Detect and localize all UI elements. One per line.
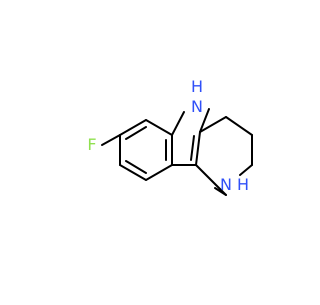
bond-c10-c11-inner	[190, 135, 195, 161]
bond-c5-c6	[119, 164, 147, 181]
bond-c4-c5	[145, 164, 173, 181]
bond-n-c10	[199, 108, 210, 133]
atom-label-layer: F N H N H	[87, 77, 249, 194]
bond-c5-c6-inner	[125, 160, 147, 174]
bond-c7-c8	[119, 119, 147, 136]
molecule-diagram: F N H N H	[87, 77, 253, 196]
bond-c14-n2	[239, 164, 253, 176]
bond-layer	[101, 108, 253, 196]
fluorine-label: F	[87, 135, 96, 154]
bond-c7-f	[101, 134, 121, 146]
bond-c10-c11	[195, 131, 201, 166]
indole-nh-hydrogen-label: H	[191, 77, 203, 96]
bond-c9-n	[171, 111, 185, 136]
bond-c15-c11	[195, 164, 227, 196]
bond-c8-c9	[145, 119, 173, 136]
bond-c7-c8-inner	[125, 126, 147, 140]
indole-nitrogen-label: N	[191, 97, 203, 116]
bond-c10-c12	[199, 116, 227, 133]
ring-nh-hydrogen-label: H	[237, 175, 249, 194]
bond-c12-c13	[225, 116, 253, 136]
ring-nitrogen-label: N	[220, 175, 232, 194]
structure-canvas: F N H N H	[87, 77, 253, 196]
